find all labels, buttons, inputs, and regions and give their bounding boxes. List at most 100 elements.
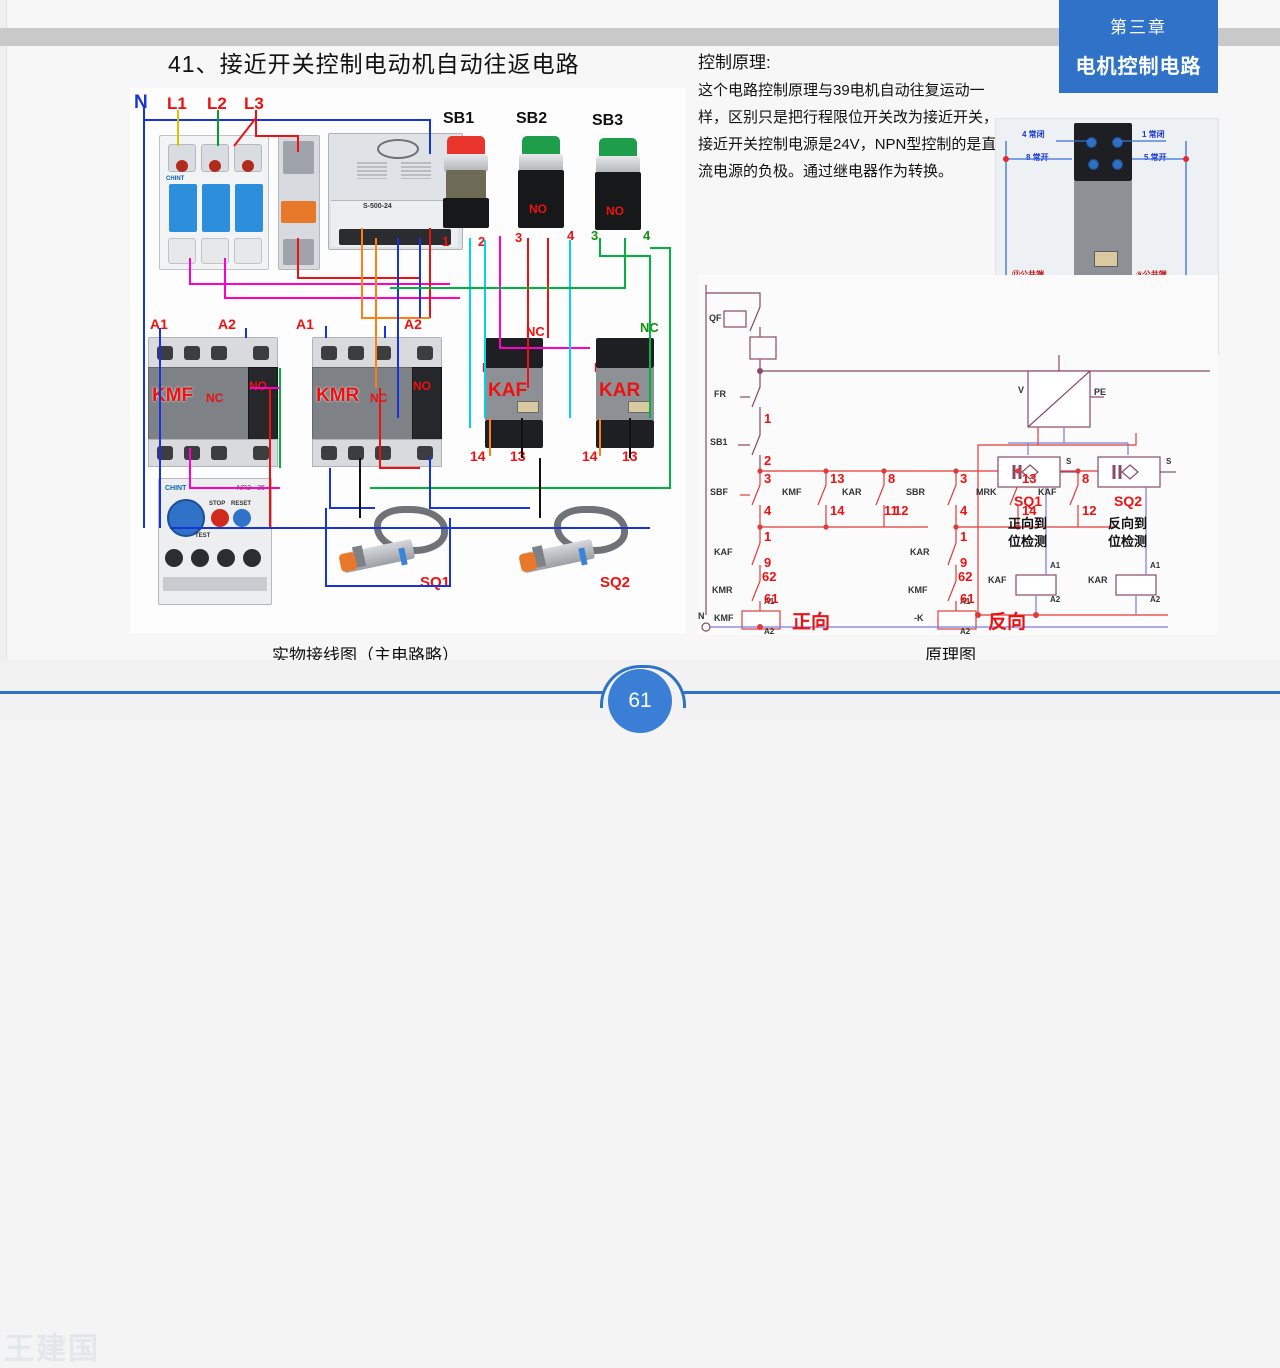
wiring-photo-panel: N L1 L2 L3 CHINT S- — [130, 88, 686, 633]
kmr-a2-label: A2 — [404, 316, 422, 332]
circuit-breaker: CHINT — [159, 135, 269, 270]
relay-kaf: KAF — [485, 338, 543, 448]
schematic-reverse-label: 反向 — [988, 612, 1027, 633]
schematic-num-61a: 61 — [764, 591, 779, 606]
thermal-stop-label: STOP — [209, 501, 226, 507]
schematic-sq1-desc2: 位检测 — [1008, 534, 1048, 549]
schematic-kaf-aux-label: KAF — [1038, 487, 1057, 497]
schematic-num-11: 11 — [884, 503, 898, 518]
sb3-terminal-4: 4 — [643, 228, 651, 243]
schematic-num-1c: 1 — [960, 529, 968, 544]
relay-no8-label: 8 常开 — [1026, 153, 1049, 162]
kaf-coil-a1: A1 — [1050, 561, 1061, 570]
sb2-terminal-3: 3 — [515, 230, 523, 245]
page-indicator[interactable]: 61 — [608, 669, 672, 733]
explanation-heading: 控制原理: — [698, 53, 771, 72]
pushbutton-sb1[interactable] — [440, 136, 492, 231]
kmf-coil-a1: A1 — [764, 597, 775, 606]
explanation-block: 控制原理: 这个电路控制原理与39电机自动往复运动一样，区别只是把行程限位开关改… — [698, 48, 998, 185]
kmf-coil-a2: A2 — [764, 627, 775, 636]
schematic-kaf-contact-label: KAF — [714, 547, 733, 557]
phase-label-N: N — [134, 92, 148, 113]
schematic-sq2-desc1: 反向到 — [1108, 516, 1148, 531]
schematic-kaf-coil-name: KAF — [988, 575, 1007, 585]
sb3-terminal-3: 3 — [591, 228, 599, 243]
schematic-sb1-label: SB1 — [710, 437, 728, 447]
schematic-qf-label: QF — [709, 313, 722, 323]
kaf-terminal-13: 13 — [510, 448, 526, 464]
sb3-contact-type: NO — [606, 204, 624, 218]
kar-coil-a1: A1 — [1150, 561, 1161, 570]
schematic-forward-label: 正向 — [792, 612, 831, 633]
sb1-terminal-1: 1 — [442, 234, 450, 249]
schematic-num-8a: 8 — [888, 471, 896, 486]
relay-kar: KAR — [596, 338, 654, 448]
kmf-aux-nc: NC — [206, 391, 224, 405]
schematic-num-14a: 14 — [830, 503, 845, 518]
thermal-brand: CHINT — [165, 485, 187, 492]
kaf-coil-a2: A2 — [1050, 595, 1061, 604]
schematic-kmf-coil-label: KMF — [714, 613, 734, 623]
contactor-kmr: KMR NC NO — [312, 333, 442, 473]
relay-no5-label: 5 常开 — [1144, 153, 1167, 162]
schematic-num-9b: 9 — [960, 555, 968, 570]
relay-nc4-label: 4 常闭 — [1022, 130, 1045, 139]
schematic-kmr-contact-label: KMR — [712, 585, 733, 595]
schematic-drawing — [701, 285, 1210, 632]
kmr-aux-nc: NC — [370, 391, 388, 405]
top-gray-band — [0, 28, 1280, 46]
schematic-sq2-desc2: 位检测 — [1108, 534, 1148, 549]
button-label-sb3: SB3 — [592, 112, 624, 129]
schematic-sbr-label: SBR — [906, 487, 926, 497]
schematic-num-61b: 61 — [960, 591, 975, 606]
sensor-label-sq1: SQ1 — [420, 574, 451, 591]
thermal-overload-relay: CHINT NR2 - 25 STOP RESET TEST — [158, 478, 272, 605]
button-label-sb1: SB1 — [443, 110, 475, 127]
watermark-text: 王建国 — [4, 1333, 100, 1366]
thermal-model: NR2 - 25 — [236, 485, 265, 492]
contactor-kmf: KMF NC NO — [148, 333, 278, 473]
schematic-num-13b: 13 — [1022, 471, 1037, 486]
pushbutton-sb2[interactable]: NO — [515, 136, 567, 231]
schematic-num-12a: 12 — [894, 503, 909, 518]
schematic-sq2-name: SQ2 — [1114, 493, 1143, 509]
relay-kar-name: KAR — [599, 380, 641, 401]
thermal-test-label: TEST — [195, 533, 211, 539]
schematic-kar-aux-label: KAR — [842, 487, 862, 497]
sb2-contact-type: NO — [529, 202, 547, 216]
phase-label-L2: L2 — [207, 94, 227, 113]
schematic-num-4a: 4 — [764, 503, 772, 518]
breaker-brand: CHINT — [166, 176, 185, 182]
schematic-kmf-aux-label: KMF — [782, 487, 802, 497]
kar-terminal-14: 14 — [582, 448, 598, 464]
kr-coil-a1: A1 — [960, 597, 971, 606]
thermal-reset-label: RESET — [231, 501, 252, 507]
video-player-bar[interactable]: 王建国 61 — [0, 660, 1280, 1366]
left-rail — [0, 0, 7, 660]
sensor-label-sq2: SQ2 — [600, 574, 631, 591]
explanation-body: 这个电路控制原理与39电机自动往复运动一样，区别只是把行程限位开关改为接近开关，… — [698, 82, 999, 180]
psu-model: S-500-24 — [363, 203, 392, 210]
phase-label-L1: L1 — [167, 94, 187, 113]
kmr-aux-no: NO — [413, 379, 431, 393]
schematic-sq1-s-label: S — [1066, 457, 1072, 466]
schematic-num-2: 2 — [764, 453, 772, 468]
progress-bar[interactable]: 61 — [0, 665, 1280, 733]
schematic-kar-contact-label: KAR — [910, 547, 930, 557]
pushbutton-sb3[interactable]: NO — [592, 138, 644, 233]
schematic-num-3a: 3 — [764, 471, 772, 486]
kaf-terminal-14: 14 — [470, 448, 486, 464]
chapter-badge: 第三章 电机控制电路 — [1060, 0, 1217, 92]
phase-label-L3: L3 — [244, 94, 264, 113]
chapter-number: 第三章 — [1110, 18, 1167, 37]
chapter-title: 电机控制电路 — [1075, 56, 1202, 78]
schematic-n-label: N — [698, 611, 705, 621]
button-label-sb2: SB2 — [516, 110, 548, 127]
schematic-num-13a: 13 — [830, 471, 845, 486]
schematic-kar-coil-name: KAR — [1088, 575, 1108, 585]
kaf-nc-label: NC — [526, 324, 545, 339]
page-title: 41、接近开关控制电动机自动往返电路 — [168, 51, 580, 77]
kmf-a1-label: A1 — [150, 316, 168, 332]
schematic-kmf-contact-label: KMF — [908, 585, 928, 595]
schematic-pe-label: PE — [1094, 387, 1107, 397]
